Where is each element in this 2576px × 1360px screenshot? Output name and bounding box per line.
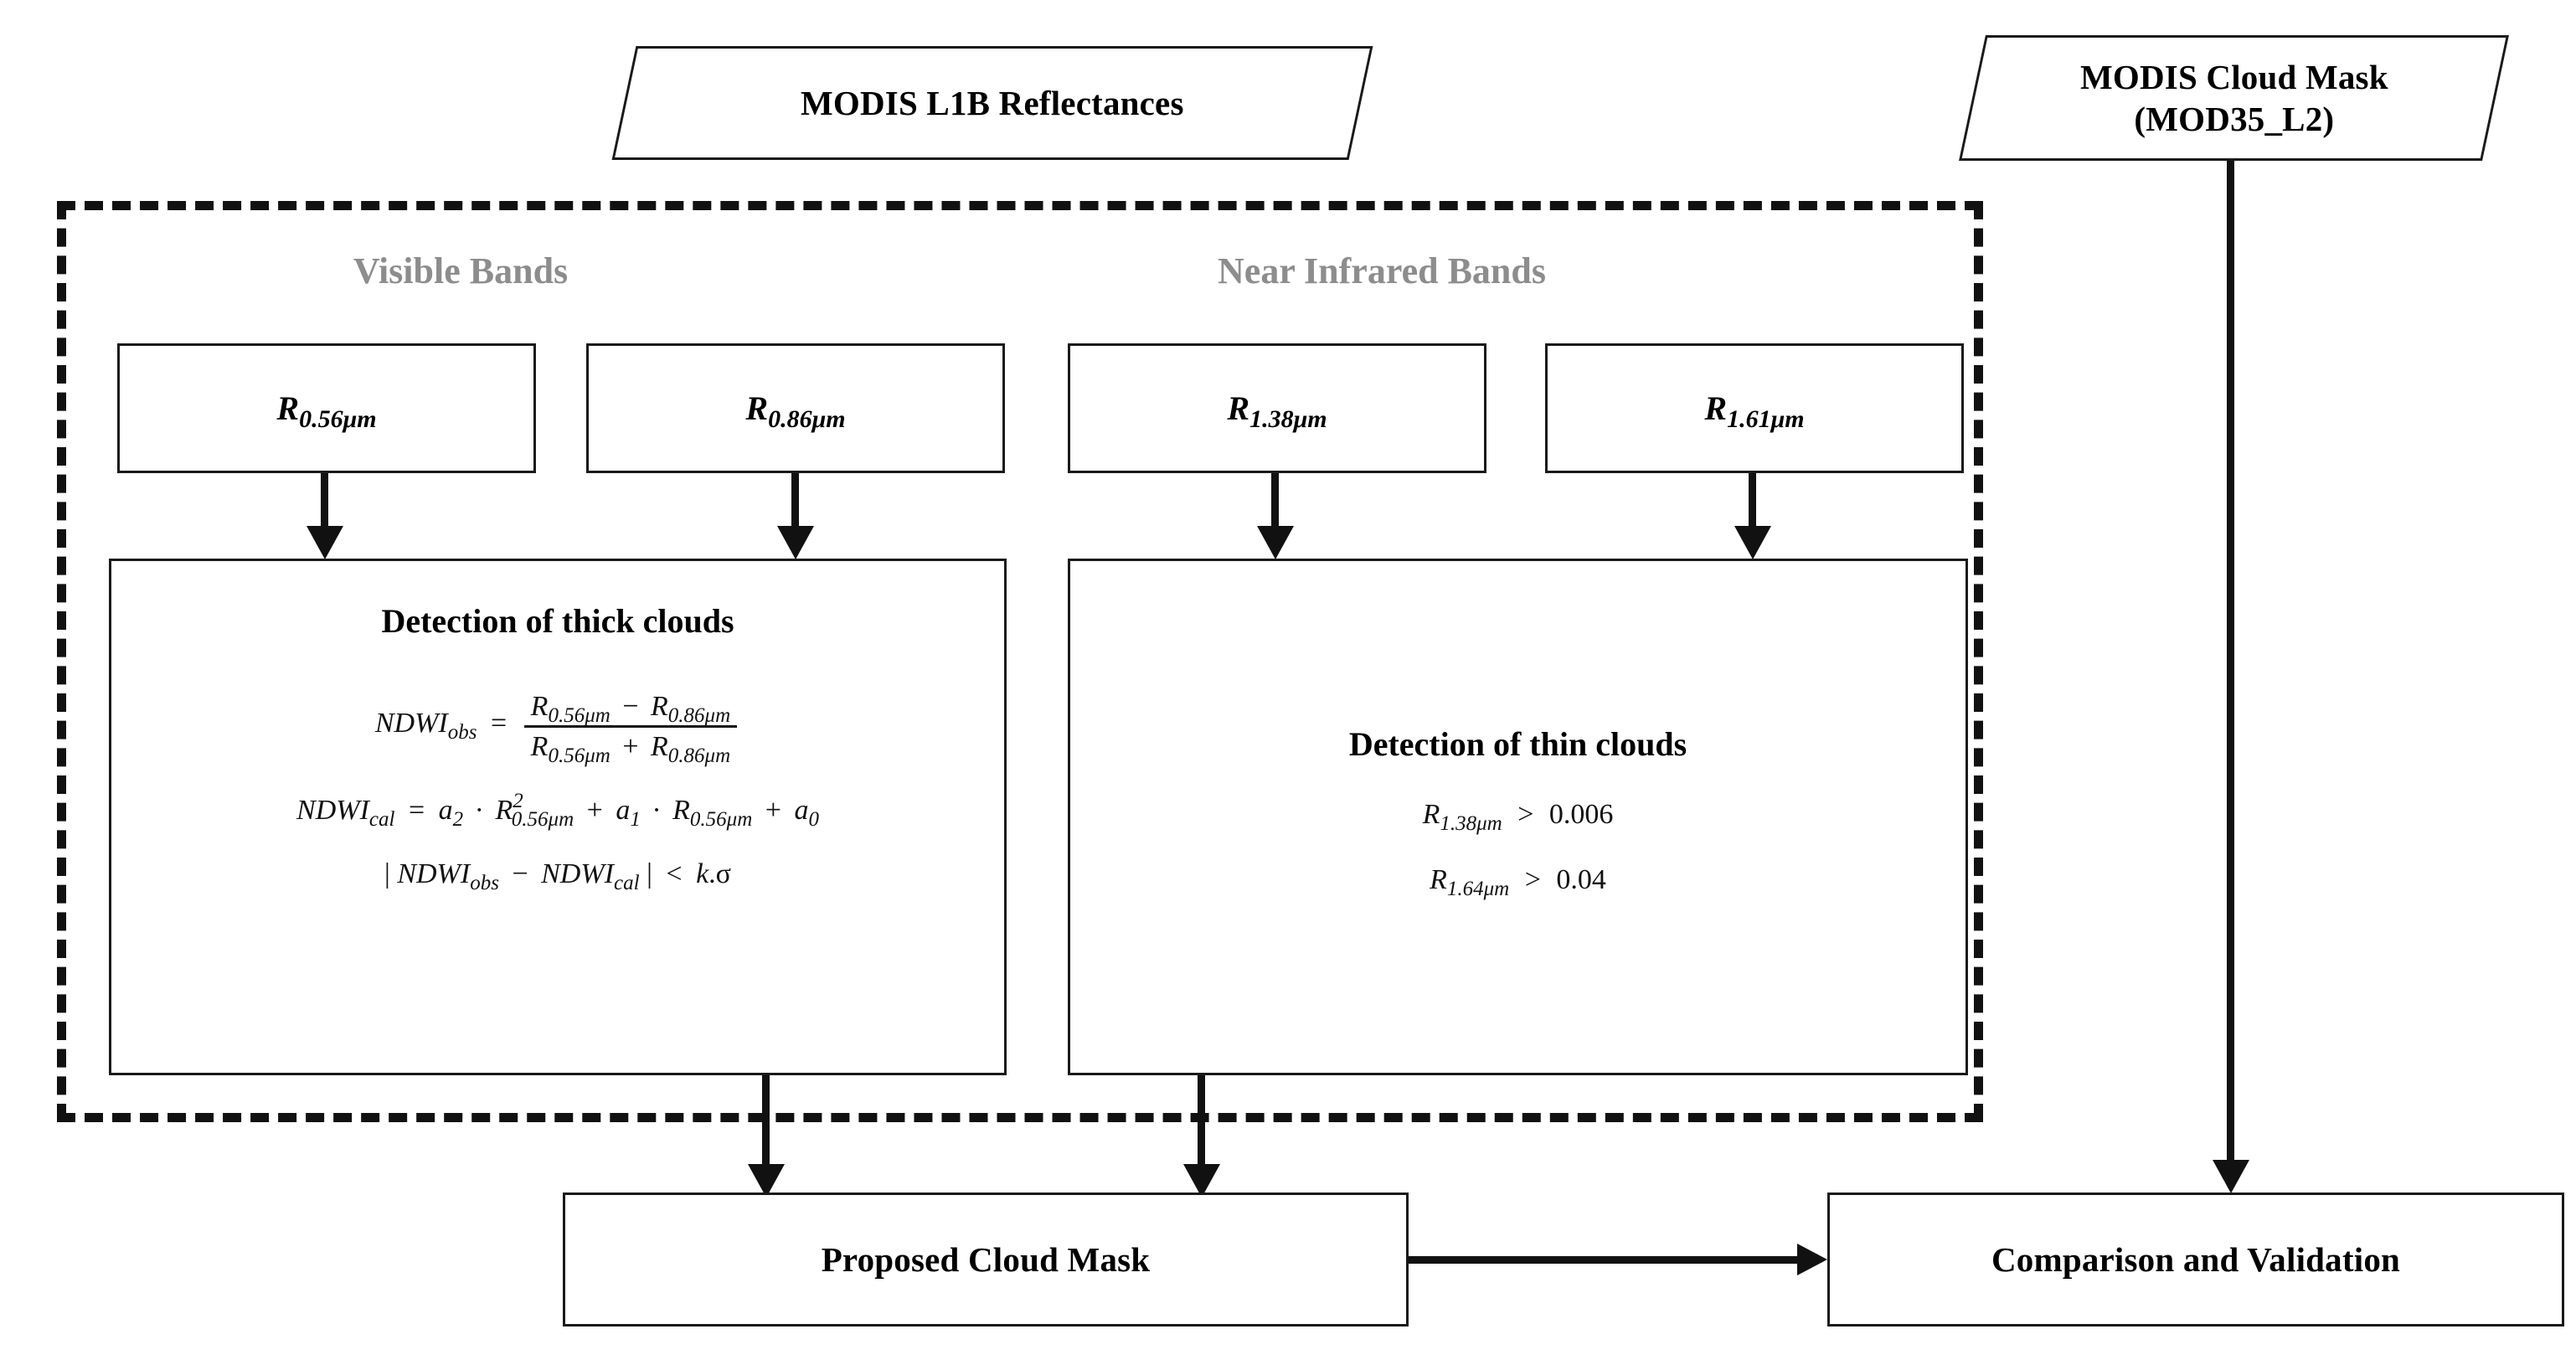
connector-r138-to-thin: [1271, 473, 1279, 530]
source-node-modis-cloud-mask-line1: MODIS Cloud Mask: [2079, 57, 2388, 96]
band-box-r086-label: R0.86μm: [745, 389, 846, 433]
formula-thin-condition-1: R1.38μm > 0.006: [1422, 799, 1614, 835]
output-box-comparison-validation[interactable]: Comparison and Validation: [1827, 1193, 2564, 1327]
source-node-modis-cloud-mask: MODIS Cloud Mask (MOD35_L2): [1959, 35, 2509, 161]
arrowhead-r161-to-thin: [1734, 526, 1771, 559]
source-node-modis-cloud-mask-labels: MODIS Cloud Mask (MOD35_L2): [2080, 56, 2388, 140]
section-header-visible-bands: Visible Bands: [353, 250, 569, 291]
arrowhead-r056-to-thick: [307, 526, 343, 559]
connector-thick-to-proposed: [762, 1075, 770, 1172]
connector-proposed-to-comparison: [1409, 1256, 1798, 1264]
band-box-r138-label: R1.38μm: [1227, 389, 1327, 433]
arrowhead-thin-to-proposed: [1183, 1164, 1220, 1198]
detection-box-thick-clouds[interactable]: Detection of thick clouds NDWIobs = R0.5…: [109, 559, 1007, 1075]
output-box-proposed-cloud-mask-label: Proposed Cloud Mask: [821, 1240, 1151, 1279]
band-box-r161[interactable]: R1.61μm: [1545, 343, 1964, 473]
source-node-modis-cloud-mask-line2: (MOD35_L2): [2134, 100, 2334, 138]
output-box-comparison-validation-label: Comparison and Validation: [1991, 1240, 2401, 1279]
band-box-r086[interactable]: R0.86μm: [586, 343, 1005, 473]
band-box-r161-label: R1.61μm: [1704, 389, 1805, 433]
connector-thin-to-proposed: [1198, 1075, 1205, 1172]
formula-ndwi-cal: NDWIcal = a2 · R20.56μm + a1 · R0.56μm +…: [296, 790, 819, 831]
connector-r161-to-thin: [1749, 473, 1756, 530]
connector-r086-to-thick: [791, 473, 799, 530]
connector-r056-to-thick: [321, 473, 328, 530]
arrowhead-mod35-to-comparison: [2213, 1160, 2249, 1193]
band-box-r056-label: R0.56μm: [276, 389, 377, 433]
source-node-modis-l1b-label: MODIS L1B Reflectances: [801, 83, 1184, 122]
formula-ndwi-obs: NDWIobs = R0.56μm − R0.86μm R0.56μm + R0…: [375, 689, 740, 767]
arrowhead-r138-to-thin: [1257, 526, 1294, 559]
arrowhead-proposed-to-comparison: [1797, 1244, 1827, 1275]
output-box-proposed-cloud-mask[interactable]: Proposed Cloud Mask: [563, 1193, 1409, 1327]
detection-box-thin-clouds-content: Detection of thin clouds R1.38μm > 0.006…: [1070, 724, 1965, 900]
formula-thin-condition-2: R1.64μm > 0.04: [1430, 864, 1606, 900]
connector-mod35-to-comparison: [2227, 161, 2234, 1169]
detection-box-thin-clouds-title: Detection of thin clouds: [1348, 725, 1687, 763]
formula-ndwi-threshold: | NDWIobs − NDWIcal | < k.σ: [384, 858, 731, 894]
arrowhead-r086-to-thick: [777, 526, 814, 559]
band-box-r056[interactable]: R0.56μm: [117, 343, 536, 473]
detection-box-thick-clouds-title: Detection of thick clouds: [381, 602, 734, 640]
arrowhead-thick-to-proposed: [748, 1164, 785, 1198]
source-node-modis-l1b: MODIS L1B Reflectances: [611, 46, 1373, 160]
detection-box-thin-clouds[interactable]: Detection of thin clouds R1.38μm > 0.006…: [1068, 559, 1968, 1075]
detection-box-thick-clouds-content: Detection of thick clouds NDWIobs = R0.5…: [111, 601, 1004, 894]
band-box-r138[interactable]: R1.38μm: [1068, 343, 1486, 473]
section-header-near-infrared-bands: Near Infrared Bands: [1218, 250, 1546, 291]
